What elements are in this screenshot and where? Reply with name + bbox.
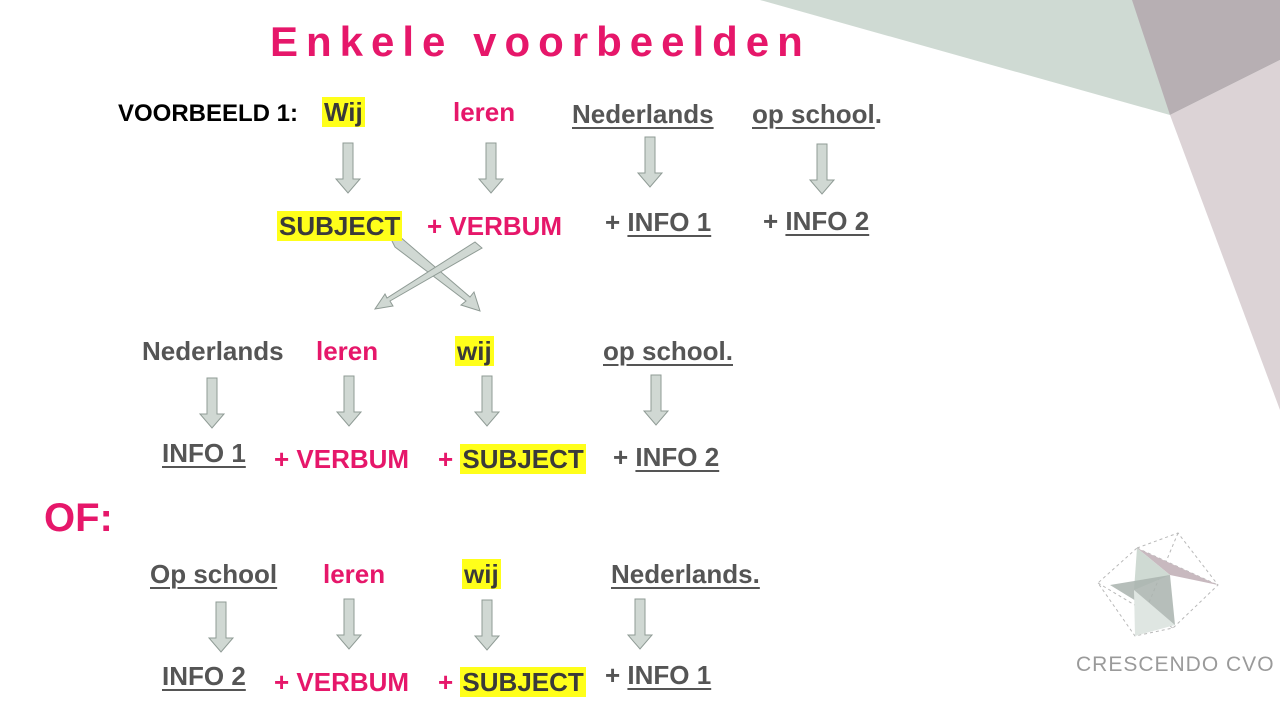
word-nederlands: Nederlands. bbox=[611, 559, 760, 589]
word-op-school: Op school bbox=[150, 559, 278, 589]
role-subject: + SUBJECT bbox=[438, 667, 586, 697]
role-info-1: INFO 1 bbox=[162, 438, 246, 468]
page-title: Enkele voorbeelden bbox=[270, 18, 811, 65]
role-verbum: + VERBUM bbox=[427, 211, 563, 241]
role-info-2: + INFO 2 bbox=[613, 442, 720, 472]
or-label: OF: bbox=[44, 496, 113, 540]
word-wij: Wij bbox=[322, 97, 365, 127]
role-info-2: INFO 2 bbox=[162, 661, 246, 691]
cross-arrows-icon bbox=[373, 235, 483, 312]
word-wij: wij bbox=[455, 336, 494, 366]
role-verbum: + VERBUM bbox=[274, 444, 410, 474]
role-info-1: + INFO 1 bbox=[605, 660, 712, 690]
word-leren: leren bbox=[316, 336, 379, 366]
example-label: VOORBEELD 1: bbox=[118, 100, 299, 127]
word-wij: wij bbox=[462, 559, 501, 589]
word-leren: leren bbox=[453, 97, 516, 127]
word-nederlands: Nederlands bbox=[142, 336, 284, 366]
role-info-2: + INFO 2 bbox=[763, 206, 870, 236]
word-leren: leren bbox=[323, 559, 386, 589]
word-op-school: op school. bbox=[752, 99, 883, 129]
logo-text: CRESCENDO CVO bbox=[1076, 653, 1275, 676]
word-nederlands: Nederlands bbox=[572, 99, 714, 129]
role-verbum: + VERBUM bbox=[274, 667, 410, 697]
role-subject: + SUBJECT bbox=[438, 444, 586, 474]
word-op-school: op school. bbox=[603, 336, 733, 366]
role-info-1: + INFO 1 bbox=[605, 207, 712, 237]
role-subject: SUBJECT bbox=[277, 211, 403, 241]
